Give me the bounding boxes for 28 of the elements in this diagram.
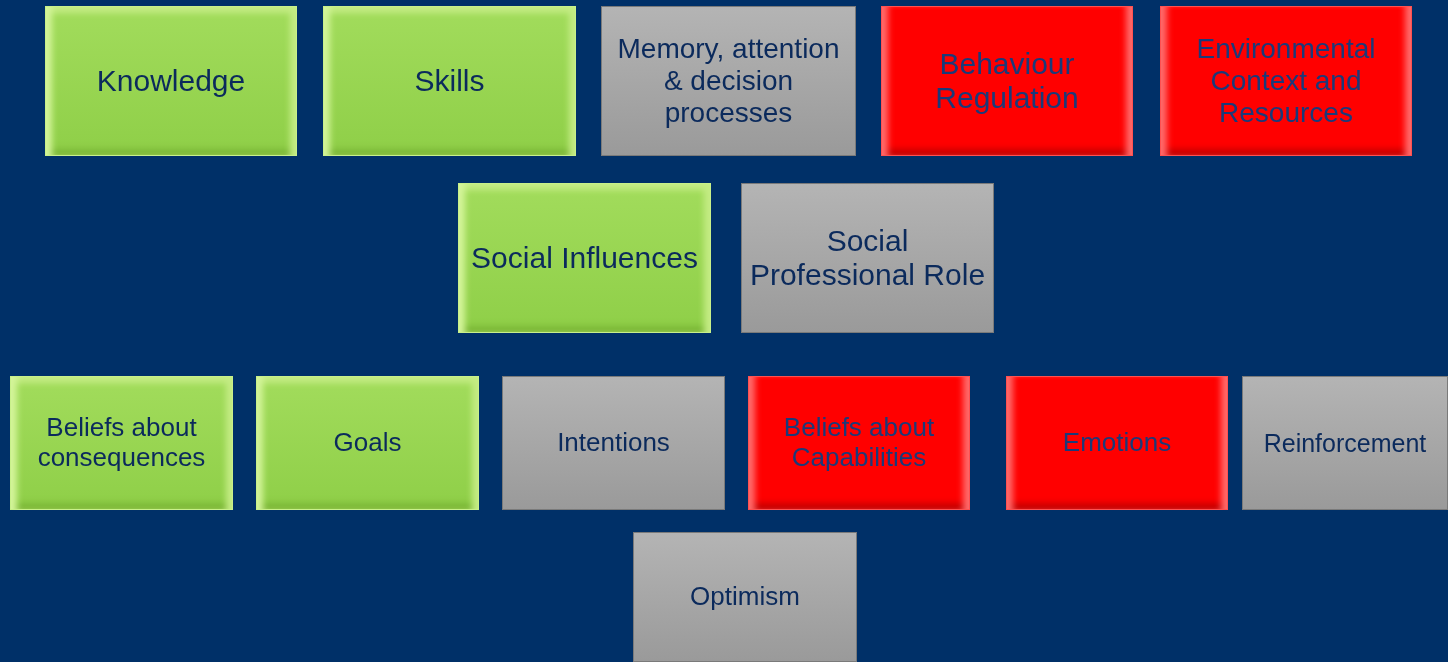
factor-label: Memory, attention & decision processes xyxy=(616,32,841,130)
factor-label: Social Influences xyxy=(470,240,699,276)
factor-box xyxy=(601,6,856,156)
factor-label: Environmental Context and Resources xyxy=(1195,32,1377,130)
factor-label: Goals xyxy=(332,428,403,458)
factor-box xyxy=(10,376,233,510)
factor-box xyxy=(256,376,479,510)
factor-label: Intentions xyxy=(556,428,671,458)
factor-label: Skills xyxy=(413,63,486,99)
factor-box xyxy=(741,183,994,333)
factor-label: Beliefs about consequences xyxy=(36,413,207,473)
factor-label: Reinforcement xyxy=(1262,428,1428,458)
factor-label: Emotions xyxy=(1061,428,1173,458)
factor-box xyxy=(633,532,857,662)
factor-box xyxy=(1006,376,1228,510)
factor-label: Beliefs about Capabilities xyxy=(782,413,936,473)
factor-box xyxy=(458,183,711,333)
factor-box xyxy=(45,6,297,156)
factor-label: Knowledge xyxy=(95,63,247,99)
factor-label: Social Professional Role xyxy=(748,223,987,293)
factor-label: Behaviour Regulation xyxy=(934,46,1080,116)
factor-box xyxy=(1160,6,1412,156)
factor-box xyxy=(502,376,725,510)
factor-box xyxy=(748,376,970,510)
factor-box xyxy=(881,6,1133,156)
factor-box xyxy=(1242,376,1448,510)
factor-label: Optimism xyxy=(689,582,801,612)
factor-box xyxy=(323,6,576,156)
